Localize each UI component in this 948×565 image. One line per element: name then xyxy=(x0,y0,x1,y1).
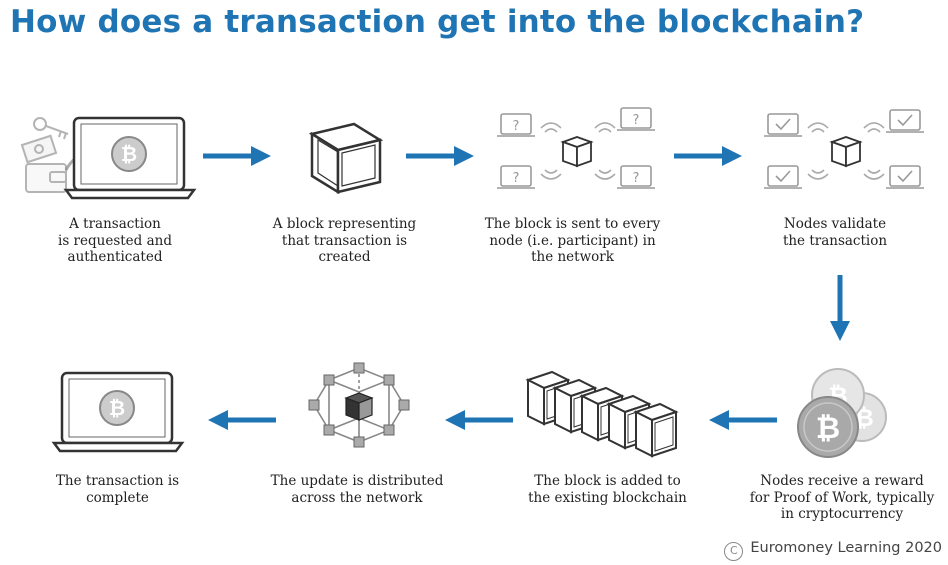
svg-text:₿: ₿ xyxy=(121,142,137,166)
blockchain-icon xyxy=(525,370,679,458)
bitcoin-icon: ₿ xyxy=(111,136,147,172)
bitcoin-coins-icon: ₿ ₿ ₿ xyxy=(797,368,887,458)
flow-arrow-right xyxy=(406,146,474,166)
block-cube-icon xyxy=(560,136,594,168)
signal-waves-icon xyxy=(540,122,616,180)
check-laptop-icon xyxy=(886,165,924,189)
flow-arrow-right xyxy=(674,146,742,166)
distributed-network-icon xyxy=(308,362,410,448)
check-laptop-icon xyxy=(764,165,802,189)
flow-arrow-left xyxy=(709,410,777,430)
svg-text:?: ? xyxy=(513,119,520,134)
block-cube-icon xyxy=(829,136,863,168)
step-3-label: The block is sent to every node (i.e. pa… xyxy=(484,216,661,265)
node-laptop-icon: ? xyxy=(617,107,655,131)
step-5-label: Nodes receive a reward for Proof of Work… xyxy=(749,473,935,522)
step-4-label: Nodes validate the transaction xyxy=(782,216,888,249)
flow-arrow-right xyxy=(203,146,271,166)
signal-waves-icon xyxy=(807,122,885,180)
distributed-network-illustration xyxy=(308,362,410,448)
laptop-icon xyxy=(51,371,185,453)
step-6-label: The block is added to the existing block… xyxy=(528,473,687,506)
nodes-validate-illustration xyxy=(764,109,924,189)
flow-arrow-left xyxy=(445,410,513,430)
transaction-request-illustration: ₿ xyxy=(20,116,197,200)
cash-icon xyxy=(20,134,58,164)
svg-text:₿: ₿ xyxy=(816,411,840,446)
flow-arrow-left xyxy=(208,410,276,430)
chain-block xyxy=(633,402,679,458)
node-laptop-icon: ? xyxy=(497,165,535,189)
transaction-complete-illustration: ₿ xyxy=(51,371,185,453)
check-laptop-icon xyxy=(764,113,802,137)
copyright-icon: C xyxy=(724,542,744,561)
svg-text:?: ? xyxy=(633,171,640,186)
svg-text:?: ? xyxy=(513,171,520,186)
check-laptop-icon xyxy=(886,109,924,133)
copyright-text: Euromoney Learning 2020 xyxy=(750,540,942,556)
block-illustration xyxy=(308,122,384,195)
copyright-notice: C Euromoney Learning 2020 xyxy=(724,540,942,561)
reward-coins-illustration: ₿ ₿ ₿ xyxy=(797,368,887,458)
wallet-icon xyxy=(25,163,67,193)
bitcoin-icon: ₿ xyxy=(99,390,135,426)
blockchain-illustration xyxy=(525,370,679,458)
svg-text:₿: ₿ xyxy=(109,396,125,420)
step-2-label: A block representing that transaction is… xyxy=(272,216,417,265)
step-8-label: The transaction is complete xyxy=(55,473,180,506)
step-7-label: The update is distributed across the net… xyxy=(270,473,444,506)
node-laptop-icon: ? xyxy=(617,165,655,189)
network-broadcast-illustration: ? ? ? ? xyxy=(497,107,655,189)
svg-text:?: ? xyxy=(633,113,640,128)
flow-arrow-down xyxy=(830,275,850,341)
block-cube-icon xyxy=(308,122,384,195)
step-1-label: A transaction is requested and authentic… xyxy=(58,216,172,265)
node-laptop-icon: ? xyxy=(497,113,535,137)
key-icon xyxy=(33,117,69,140)
page-title: How does a transaction get into the bloc… xyxy=(10,4,865,40)
